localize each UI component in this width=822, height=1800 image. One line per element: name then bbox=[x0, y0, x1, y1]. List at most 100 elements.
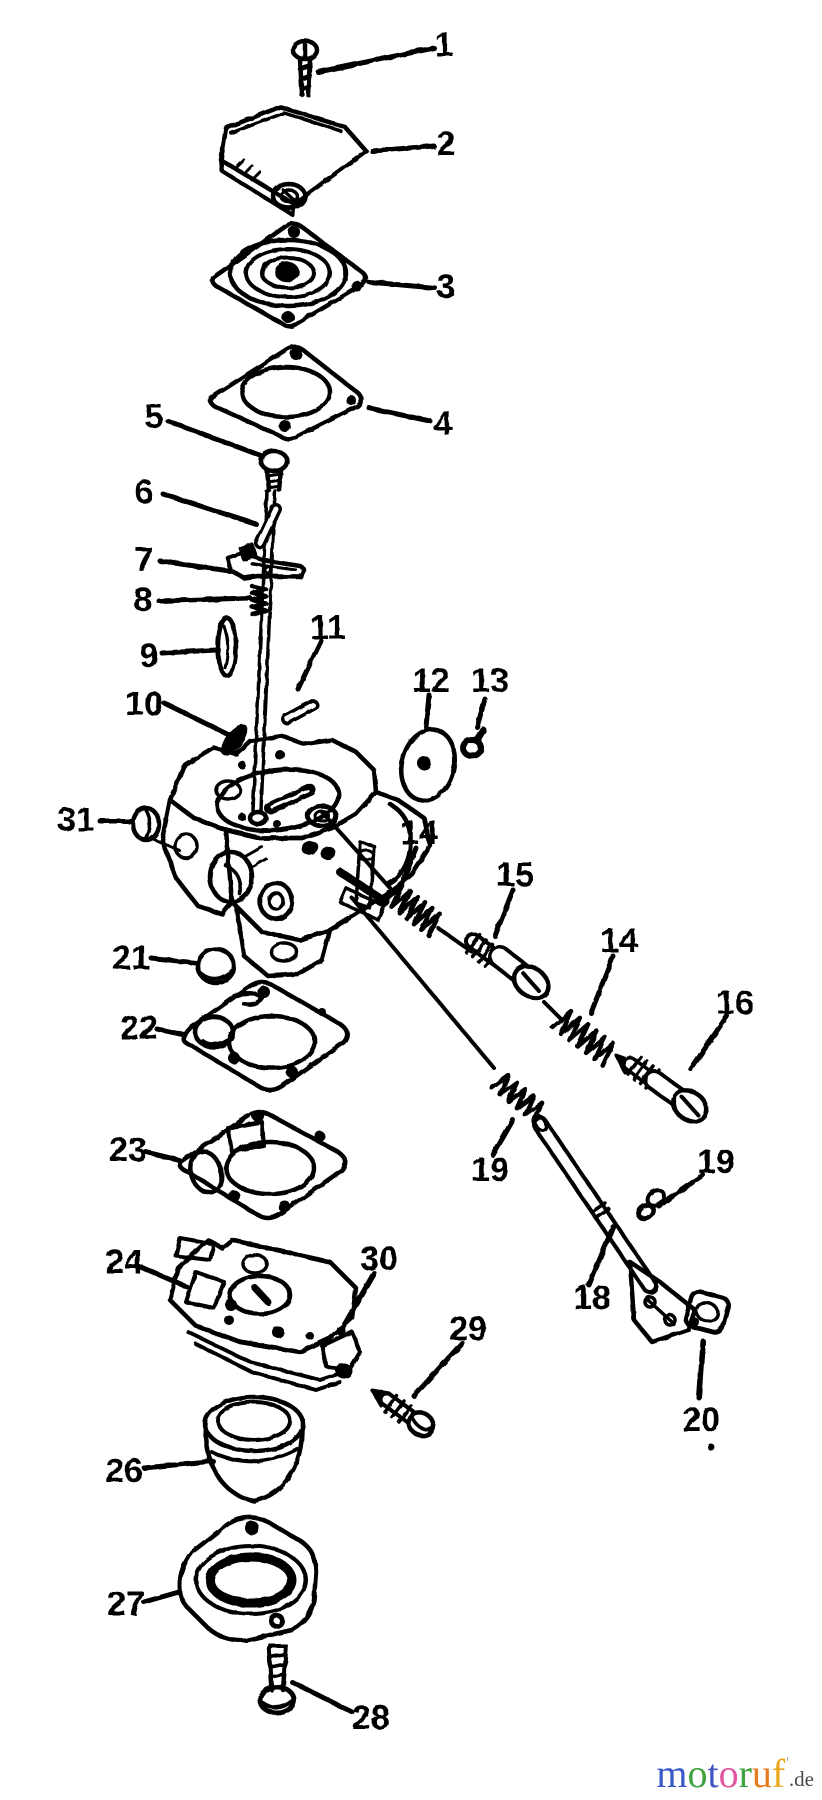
part-11-pin bbox=[281, 699, 319, 725]
leader-line-14a bbox=[398, 845, 419, 890]
leader-line-5 bbox=[165, 418, 265, 459]
part-label-19b: 19 bbox=[697, 1143, 735, 1181]
part-label-7: 7 bbox=[135, 541, 154, 579]
leader-line-4 bbox=[366, 405, 433, 424]
motoruf-logo-text: motoruf bbox=[656, 1751, 785, 1796]
assembly-axis-lines bbox=[320, 810, 562, 1070]
part-label-28: 28 bbox=[352, 1699, 390, 1737]
part-3-diaphragm bbox=[210, 221, 368, 329]
part-label-26: 26 bbox=[105, 1452, 143, 1490]
leader-line-23 bbox=[143, 1149, 182, 1163]
part-12-disc bbox=[399, 727, 457, 803]
leader-line-13 bbox=[474, 696, 488, 730]
part-1-screw bbox=[290, 38, 320, 98]
part-9-seat bbox=[215, 615, 239, 679]
part-18-shaft bbox=[531, 1114, 698, 1345]
part-label-21: 21 bbox=[112, 939, 150, 977]
spring-19 bbox=[489, 1073, 545, 1125]
part-26-cup bbox=[202, 1394, 306, 1504]
part-label-11: 11 bbox=[310, 609, 346, 647]
leader-line-16 bbox=[688, 1013, 730, 1072]
part-15-screw bbox=[464, 932, 551, 1001]
logo-domain-suffix: .de bbox=[788, 1767, 814, 1791]
leader-line-15 bbox=[492, 887, 516, 939]
part-24-pump-body bbox=[167, 1236, 362, 1392]
part-label-5: 5 bbox=[145, 398, 164, 436]
part-31-plug bbox=[130, 805, 182, 853]
part-23-gasket bbox=[177, 1109, 348, 1221]
part-10-needle bbox=[220, 724, 248, 756]
part-21-cap bbox=[195, 946, 237, 986]
part-label-18: 18 bbox=[573, 1279, 611, 1317]
part-29-screw bbox=[370, 1388, 436, 1438]
leader-line-6 bbox=[160, 491, 259, 527]
motoruf-watermark: motoruf'.de bbox=[656, 1754, 814, 1794]
part-label-13: 13 bbox=[471, 662, 509, 700]
leader-line-21 bbox=[148, 955, 199, 966]
part-label-23: 23 bbox=[109, 1131, 147, 1169]
logo-tick-mark: ' bbox=[786, 1755, 789, 1771]
part-label-10: 10 bbox=[125, 685, 163, 723]
part-label-29: 29 bbox=[449, 1310, 487, 1348]
leader-line-19b bbox=[656, 1172, 706, 1209]
leader-line-12 bbox=[423, 692, 432, 730]
part-label-24: 24 bbox=[105, 1243, 143, 1281]
part-label-3: 3 bbox=[437, 268, 456, 306]
part-28-screw bbox=[257, 1644, 297, 1716]
part-label-22: 22 bbox=[120, 1009, 158, 1047]
leader-line-19a bbox=[490, 1117, 516, 1158]
spring-8 bbox=[249, 583, 269, 617]
logo-letter: o bbox=[718, 1751, 739, 1796]
leader-line-8 bbox=[156, 595, 253, 604]
leader-line-18 bbox=[586, 1224, 616, 1288]
part-label-1: 1 bbox=[435, 26, 454, 64]
part-label-31: 31 bbox=[57, 801, 95, 839]
part-label-8: 8 bbox=[134, 581, 153, 619]
part-label-16: 16 bbox=[716, 984, 754, 1022]
leader-line-1 bbox=[315, 45, 437, 75]
leader-line-14b bbox=[588, 953, 616, 1016]
leader-line-29 bbox=[411, 1340, 465, 1399]
part-label-15: 15 bbox=[496, 856, 534, 894]
part-2-cover bbox=[218, 104, 369, 217]
leader-line-10 bbox=[161, 700, 232, 738]
leader-line-22 bbox=[154, 1026, 188, 1038]
part-label-19a: 19 bbox=[471, 1151, 509, 1189]
leader-line-7 bbox=[157, 558, 233, 574]
part-13-screw bbox=[460, 726, 487, 759]
part-label-20: 20 bbox=[682, 1401, 720, 1439]
logo-letter: o bbox=[687, 1751, 708, 1796]
logo-letter: u bbox=[751, 1751, 772, 1796]
part-16-screw bbox=[614, 1053, 709, 1124]
logo-letter: m bbox=[656, 1751, 688, 1796]
part-22-diaphragm bbox=[181, 979, 350, 1093]
part-label-12: 12 bbox=[412, 662, 450, 700]
part-27-gasket bbox=[177, 1515, 319, 1643]
leader-line-2 bbox=[369, 143, 437, 154]
part-label-6: 6 bbox=[135, 473, 154, 511]
logo-letter: r bbox=[738, 1751, 752, 1796]
springs bbox=[249, 583, 616, 1125]
part-6-pin bbox=[254, 503, 282, 549]
part-label-27: 27 bbox=[107, 1585, 145, 1623]
part-4-gasket bbox=[208, 344, 364, 442]
part-label-9: 9 bbox=[140, 637, 159, 675]
part-label-14b: 14 bbox=[600, 922, 638, 960]
leader-line-30 bbox=[340, 1270, 377, 1330]
part-20-nut bbox=[683, 1289, 731, 1451]
leader-line-24 bbox=[138, 1264, 190, 1290]
leader-line-9 bbox=[159, 647, 220, 656]
spring-14-lower bbox=[550, 1009, 616, 1068]
leader-line-11 bbox=[295, 638, 324, 692]
leader-line-3 bbox=[366, 279, 438, 291]
carburetor-body bbox=[159, 733, 433, 979]
leader-line-27 bbox=[141, 1589, 182, 1605]
leader-line-20 bbox=[696, 1338, 706, 1401]
logo-letter: f bbox=[771, 1751, 786, 1796]
part-label-2: 2 bbox=[437, 125, 456, 163]
part-label-30: 30 bbox=[360, 1240, 398, 1278]
spring-14-upper bbox=[382, 883, 442, 938]
